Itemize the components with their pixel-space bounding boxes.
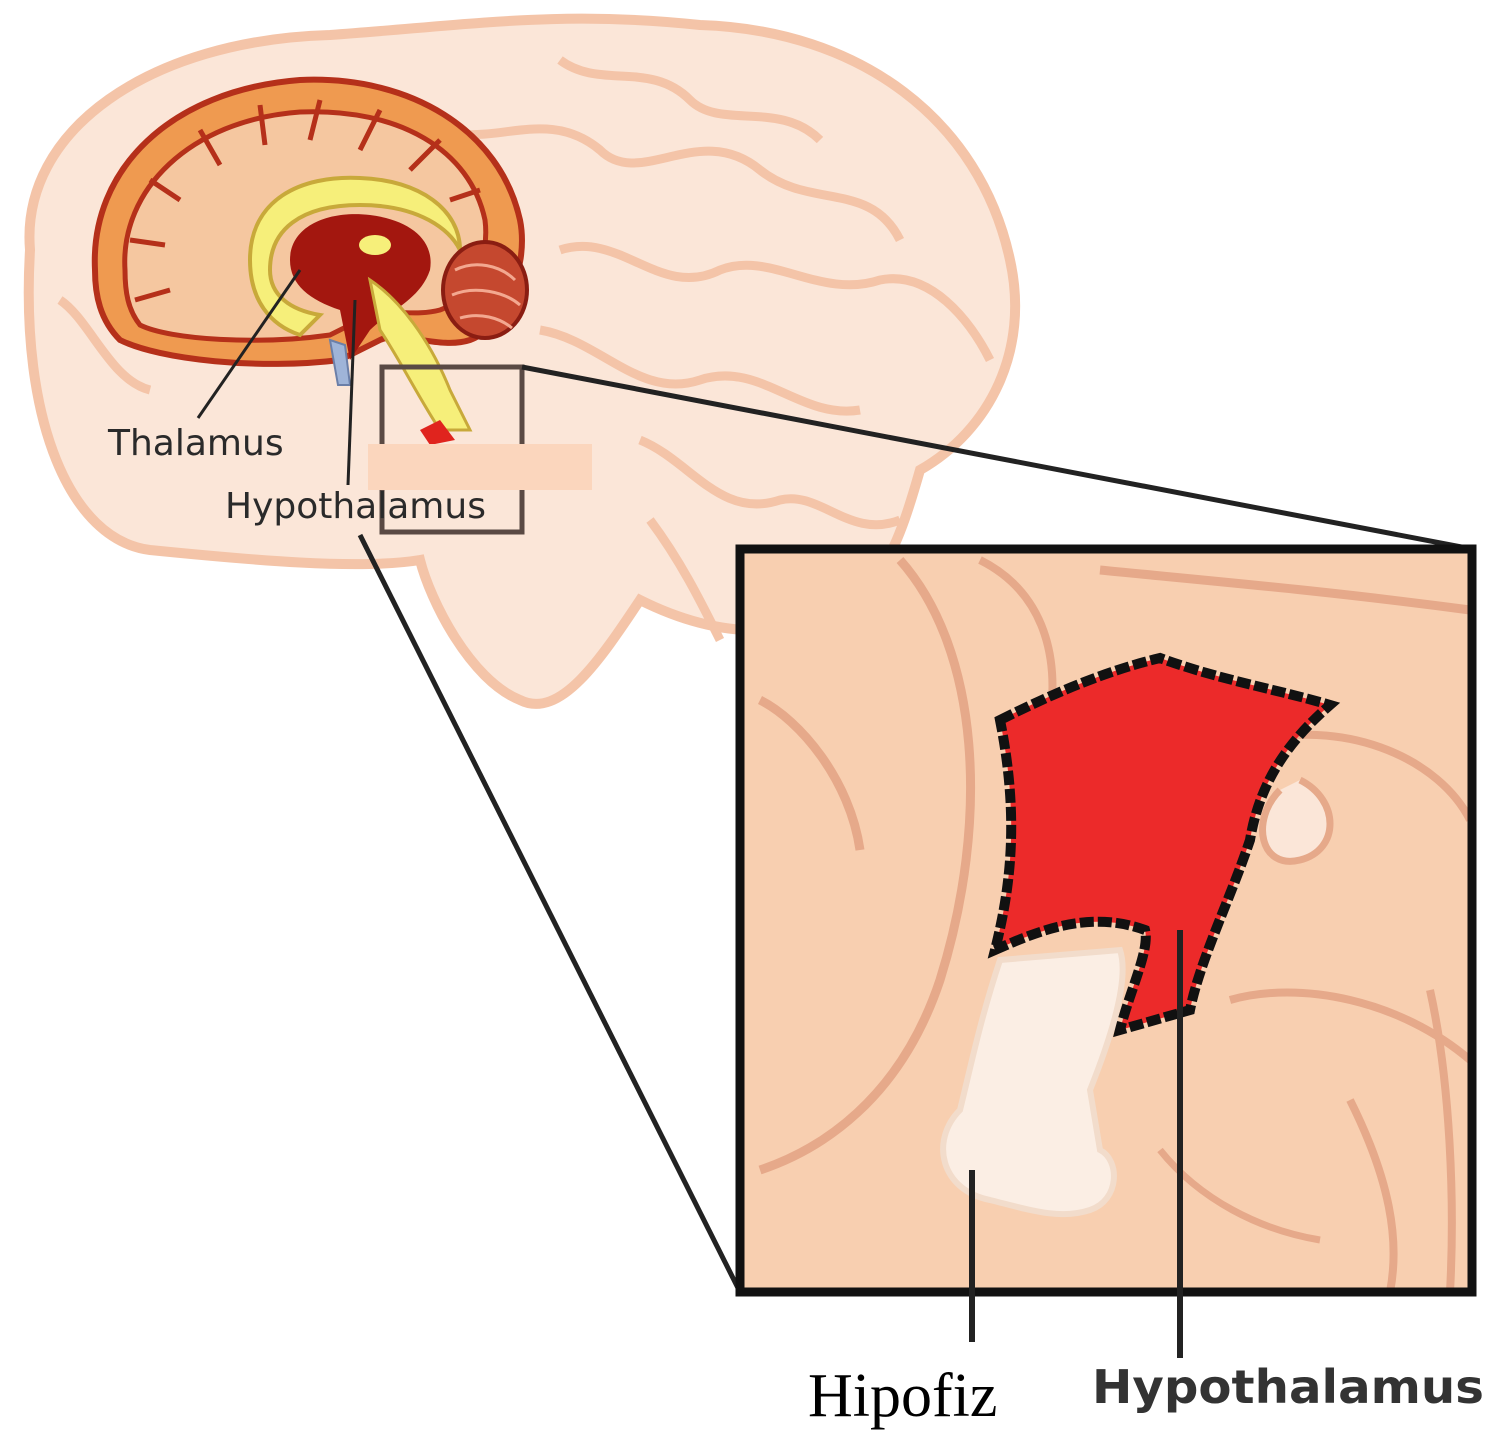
hipofiz-label: Hipofiz (808, 1362, 997, 1430)
label-cover (368, 444, 592, 490)
hypothalamus-small-label: Hypothalamus (225, 486, 486, 527)
thalamus-label: Thalamus (107, 423, 284, 464)
hypothalamus-large-label: Hypothalamus (1092, 1360, 1484, 1414)
zoom-detail-panel (740, 549, 1472, 1292)
